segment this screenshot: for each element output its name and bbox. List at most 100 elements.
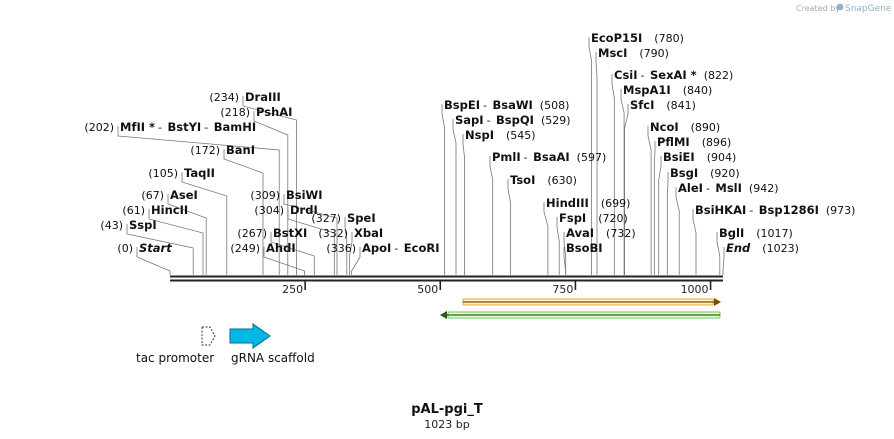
restriction-site[interactable]: SapI- BspQI(529)	[455, 113, 571, 127]
restriction-site[interactable]: NspI(545)	[465, 128, 536, 142]
site-connector	[543, 202, 549, 275]
site-connector	[507, 179, 511, 275]
site-position: (545)	[506, 129, 536, 142]
feature-tac-promoter: tac promoter	[136, 326, 216, 365]
site-position: (942)	[749, 182, 779, 195]
site-position: (0)	[117, 242, 133, 255]
feature-arrow-icon	[229, 323, 271, 349]
restriction-site[interactable]: MspA1I(840)	[623, 83, 712, 97]
site-position: (332)	[318, 227, 348, 240]
enzyme-name: MfII *	[120, 120, 155, 134]
restriction-site[interactable]: (105)TaqII	[148, 166, 215, 180]
restriction-site[interactable]: AleI- MslI(942)	[678, 181, 779, 195]
restriction-site[interactable]: BsiEI(904)	[663, 150, 736, 164]
site-connector	[351, 247, 361, 275]
restriction-site[interactable]: NcoI(890)	[650, 120, 720, 134]
site-connector	[462, 134, 465, 275]
restriction-site[interactable]: PmlI- BsaAI(597)	[492, 150, 606, 164]
enzyme-name: BstXI	[273, 226, 307, 240]
enzyme-name: Bsp1286I	[759, 203, 819, 217]
site-enzymes: SspI	[129, 218, 157, 232]
restriction-site[interactable]: CsiI- SexAI *(822)	[614, 68, 733, 82]
restriction-site[interactable]: BsgI(920)	[670, 166, 740, 180]
enzyme-name: End	[726, 241, 751, 255]
feature-label-grna-scaffold: gRNA scaffold	[231, 351, 315, 365]
site-position: (840)	[683, 84, 713, 97]
site-enzymes: SapI- BspQI	[455, 113, 534, 127]
enzyme-name: BglI	[719, 226, 744, 240]
site-enzymes: BsiEI	[663, 150, 695, 164]
restriction-site[interactable]: BsiHKAI- Bsp1286I(973)	[695, 203, 855, 217]
restriction-site[interactable]: (304)DrdI	[254, 203, 317, 217]
site-enzymes: MscI	[598, 46, 627, 60]
restriction-site[interactable]: (0) Start	[117, 241, 172, 255]
restriction-site[interactable]: SfcI(841)	[630, 98, 696, 112]
restriction-site[interactable]: BglI (1017)	[719, 226, 793, 240]
restriction-site[interactable]: FspI(720)	[559, 211, 628, 225]
site-position: (630)	[547, 174, 577, 187]
restriction-site[interactable]: TsoI(630)	[510, 173, 577, 187]
restriction-site[interactable]: EcoP15I(780)	[591, 31, 684, 45]
site-connectors	[117, 37, 725, 275]
restriction-site[interactable]: PflMI(896)	[657, 135, 731, 149]
site-position: (105)	[148, 167, 178, 180]
site-connector	[489, 156, 494, 275]
enzyme-name: BamHI	[214, 120, 256, 134]
enzyme-name: CsiI	[614, 68, 638, 82]
enzyme-name: BsgI	[670, 166, 698, 180]
site-position: (43)	[100, 219, 123, 232]
site-connector	[263, 247, 305, 275]
enzyme-name: SexAI *	[650, 68, 697, 82]
restriction-site[interactable]: AvaI (732)	[566, 226, 636, 240]
restriction-site[interactable]: (61)HincII	[122, 203, 188, 217]
site-connector	[223, 149, 264, 275]
site-position: (732)	[606, 227, 636, 240]
site-enzymes: End	[726, 241, 751, 255]
site-enzymes: DraIII	[245, 90, 281, 104]
site-enzymes: BspEI- BsaWI	[444, 98, 533, 112]
site-enzymes: AvaI	[566, 226, 594, 240]
enzyme-name: PshAI	[256, 105, 292, 119]
restriction-site[interactable]: (218)PshAI	[220, 105, 292, 119]
site-connector	[148, 209, 204, 275]
restriction-site[interactable]: (332)XbaI	[318, 226, 383, 240]
restriction-site[interactable]: (43) SspI	[100, 218, 156, 232]
restriction-site[interactable]: BsoBI	[566, 241, 603, 255]
site-connector	[126, 224, 194, 275]
restriction-site[interactable]: (67)AseI	[141, 188, 197, 202]
site-position: (1017)	[756, 227, 793, 240]
restriction-site[interactable]: MscI(790)	[598, 46, 669, 60]
site-enzymes: DrdI	[290, 203, 318, 217]
enzyme-name: SapI	[455, 113, 484, 127]
site-connector	[441, 104, 445, 275]
restriction-site[interactable]: (234)DraIII	[209, 90, 280, 104]
green-strand-arrow	[440, 311, 721, 319]
restriction-site[interactable]: (202)MfII *- BstYI- BamHI	[84, 120, 256, 134]
axis-tick-label: 500	[417, 283, 438, 296]
site-enzymes: FspI	[559, 211, 586, 225]
site-position: (327)	[311, 212, 341, 225]
restriction-site[interactable]: (327)SpeI	[311, 211, 375, 225]
site-position: (841)	[666, 99, 696, 112]
restriction-site[interactable]: HindIII(699)	[546, 196, 630, 210]
enzyme-name: Start	[139, 241, 172, 255]
restriction-site[interactable]: BspEI- BsaWI(508)	[444, 98, 569, 112]
restriction-site[interactable]: End(1023)	[726, 241, 799, 255]
restriction-site[interactable]: (172)BanI	[190, 143, 255, 157]
site-connector	[563, 232, 567, 275]
restriction-site[interactable]: (309)BsiWI	[250, 188, 322, 202]
restriction-site[interactable]: (336)ApoI- EcoRI	[326, 241, 439, 255]
enzyme-name: EcoRI	[404, 241, 440, 255]
enzyme-name: AvaI	[566, 226, 594, 240]
site-enzymes: BsiHKAI- Bsp1286I	[695, 203, 819, 217]
site-enzymes: BstXI	[273, 226, 307, 240]
site-enzymes: HindIII	[546, 196, 589, 210]
restriction-site[interactable]: (267)BstXI	[237, 226, 307, 240]
site-connector	[666, 172, 669, 275]
site-enzymes: BsiWI	[286, 188, 323, 202]
site-connector	[653, 141, 656, 275]
map-length: 1023 bp	[424, 418, 469, 431]
site-position: (61)	[122, 204, 145, 217]
site-enzymes: NcoI	[650, 120, 679, 134]
restriction-site[interactable]: (249)AhdI	[230, 241, 295, 255]
